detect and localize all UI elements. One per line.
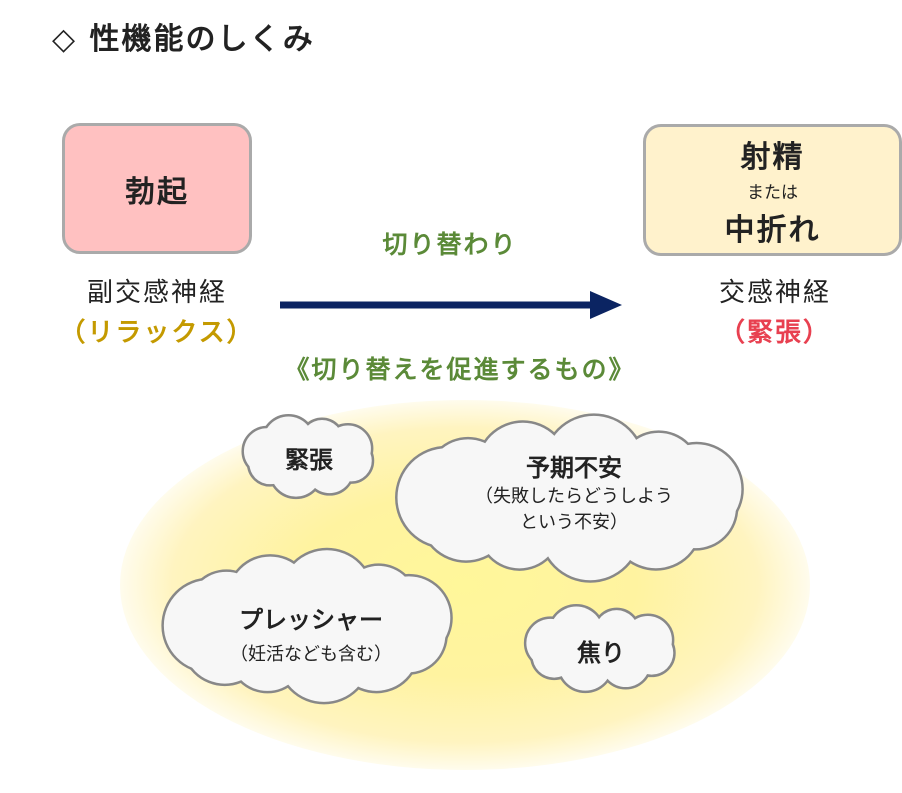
cloud-impatience-text: 焦り — [577, 639, 625, 667]
cloud-puff — [544, 415, 644, 515]
cloud-impatience — [523, 604, 676, 694]
cloud-puff — [623, 616, 672, 665]
promoters-heading: 《切り替えを促進するもの》 — [284, 355, 636, 384]
cloud-anticipatory-anxiety — [395, 413, 744, 583]
cloud-tension-text: 緊張 — [285, 446, 333, 474]
switch-label: 切り替わり — [382, 230, 518, 259]
switch-arrow — [280, 291, 622, 319]
cloud-anxiety-title: 予期不安 — [526, 454, 622, 482]
cloud-puff — [549, 606, 603, 660]
cloud-puff — [478, 422, 568, 513]
cloud-puff — [367, 576, 451, 660]
cloud-pressure — [161, 547, 453, 705]
tension-label: （緊張） — [718, 318, 831, 348]
erection-box: 勃起 — [62, 123, 252, 254]
or-label: または — [747, 182, 798, 203]
relax-label: （リラックス） — [59, 318, 255, 348]
cloud-puff — [651, 444, 742, 534]
softening-label: 中折れ — [724, 212, 821, 248]
ejaculation-box: 射精 または 中折れ — [643, 124, 902, 256]
parasympathetic-label: 副交感神経 — [86, 278, 227, 308]
cloud-puff — [263, 416, 314, 468]
cloud-tension — [241, 414, 375, 500]
erection-label: 勃起 — [125, 174, 189, 210]
cloud-pressure-title: プレッシャー — [239, 606, 383, 634]
ejaculation-label: 射精 — [740, 139, 805, 175]
cloud-anxiety-sub2: という不安） — [520, 512, 628, 533]
page-title: ◇ 性機能のしくみ — [52, 22, 315, 57]
sympathetic-label: 交感神経 — [718, 278, 831, 308]
cloud-anxiety-sub1: （失敗したらどうしよう — [475, 486, 673, 507]
cloud-puff — [324, 425, 371, 472]
cloud-pressure-sub: （妊活なども含む） — [230, 644, 392, 665]
